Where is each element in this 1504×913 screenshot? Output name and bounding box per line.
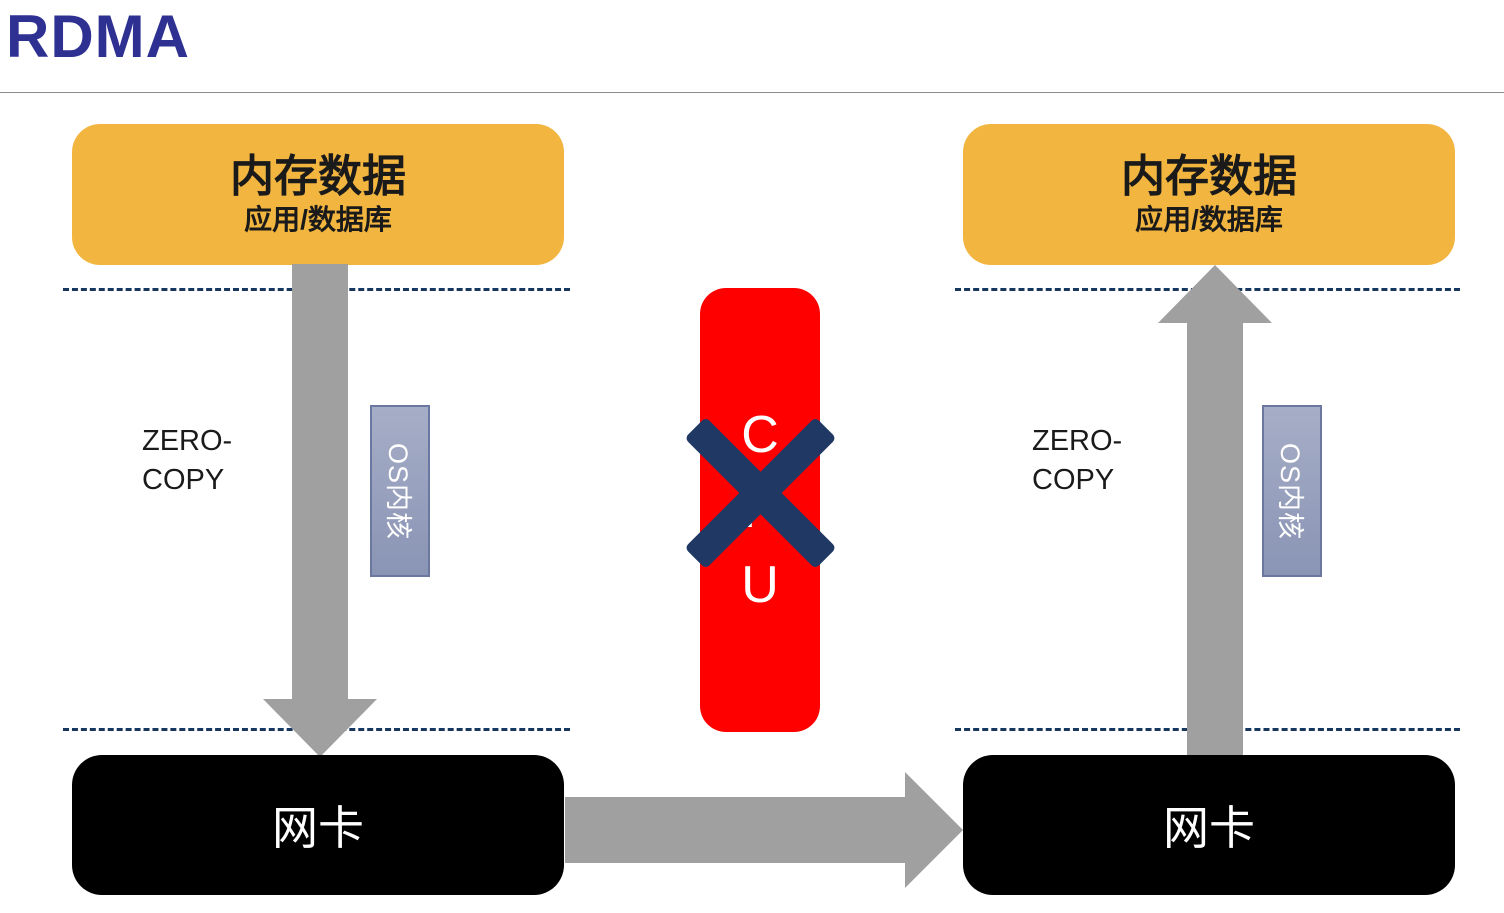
memory-box-right: 内存数据 应用/数据库 <box>963 124 1455 265</box>
os-kernel-label-right: OS内核 <box>1262 405 1322 577</box>
os-kernel-text: OS内核 <box>382 442 413 540</box>
memory-subtitle: 应用/数据库 <box>244 204 392 235</box>
transfer-arrow-head <box>905 772 963 888</box>
memory-box-left: 内存数据 应用/数据库 <box>72 124 564 265</box>
cpu-box: C P U <box>700 288 820 732</box>
up-arrow-shaft <box>1187 322 1243 757</box>
title-divider <box>0 92 1504 93</box>
zero-copy-label-right: ZERO-COPY <box>1032 425 1123 497</box>
os-kernel-text: OS内核 <box>1274 442 1305 540</box>
zero-copy-label-left: ZERO-COPY <box>142 425 233 497</box>
up-arrow-head <box>1158 265 1272 323</box>
down-arrow-shaft <box>292 264 348 700</box>
cpu-letter: C <box>741 405 779 464</box>
memory-subtitle: 应用/数据库 <box>1135 204 1283 235</box>
page-title: RDMA <box>6 3 190 70</box>
nic-label: 网卡 <box>1163 802 1255 854</box>
os-kernel-label-left: OS内核 <box>370 405 430 577</box>
nic-label: 网卡 <box>272 802 364 854</box>
nic-box-right: 网卡 <box>963 755 1455 895</box>
memory-title: 内存数据 <box>230 152 406 202</box>
cpu-letter: U <box>741 555 779 614</box>
memory-title: 内存数据 <box>1121 152 1297 202</box>
transfer-arrow-shaft <box>565 797 907 863</box>
down-arrow-head <box>263 699 377 757</box>
nic-box-left: 网卡 <box>72 755 564 895</box>
